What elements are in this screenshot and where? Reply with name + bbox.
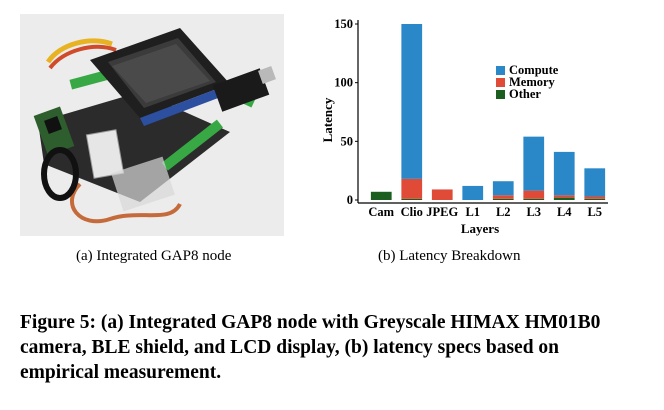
y-tick-label: 0	[347, 193, 353, 207]
bar-memory-clio	[401, 178, 423, 199]
legend-label-compute: Compute	[509, 63, 559, 77]
gap8-node-illustration	[20, 14, 284, 236]
y-axis-label: Latency	[320, 97, 335, 142]
bar-other-cam	[370, 191, 392, 200]
x-tick-label-l1: L1	[465, 205, 480, 219]
bar-other-l2	[492, 198, 514, 200]
legend-label-memory: Memory	[509, 75, 556, 89]
bar-compute-l1	[462, 185, 484, 200]
legend-swatch-memory	[496, 78, 505, 87]
bar-compute-l4	[553, 151, 575, 196]
subfigure-caption-a: (a) Integrated GAP8 node	[76, 248, 232, 264]
x-tick-label-cam: Cam	[368, 205, 394, 219]
bar-memory-jpeg	[431, 189, 453, 200]
bar-compute-clio	[401, 24, 423, 179]
bar-other-clio	[401, 198, 423, 200]
bar-memory-l3	[523, 190, 545, 199]
y-tick-label: 50	[341, 134, 354, 148]
bar-memory-l4	[553, 195, 575, 198]
x-tick-label-l4: L4	[557, 205, 572, 219]
bar-compute-l2	[492, 181, 514, 196]
bar-compute-l5	[584, 168, 606, 197]
y-tick-label: 150	[334, 17, 353, 31]
bar-compute-l3	[523, 136, 545, 191]
gap8-node-photo	[20, 14, 284, 236]
legend-swatch-compute	[496, 66, 505, 75]
chart-legend: Compute Memory Other	[496, 63, 559, 101]
x-axis-label: Layers	[461, 221, 499, 236]
x-tick-label-clio: Clio	[401, 205, 423, 219]
x-tick-label-jpeg: JPEG	[426, 205, 458, 219]
bar-memory-l2	[492, 195, 514, 199]
figure-caption: Figure 5: (a) Integrated GAP8 node with …	[20, 312, 601, 383]
x-tick-label-l3: L3	[526, 205, 541, 219]
legend-swatch-other	[496, 90, 505, 99]
subfigure-caption-b: (b) Latency Breakdown	[378, 248, 521, 264]
bar-other-l4	[553, 197, 575, 200]
x-tick-label-l2: L2	[496, 205, 511, 219]
bar-memory-l5	[584, 196, 606, 199]
y-tick-label: 100	[334, 76, 353, 90]
x-tick-label-l5: L5	[587, 205, 602, 219]
bar-other-l5	[584, 198, 606, 200]
bar-other-l3	[523, 198, 545, 200]
legend-label-other: Other	[509, 87, 541, 101]
